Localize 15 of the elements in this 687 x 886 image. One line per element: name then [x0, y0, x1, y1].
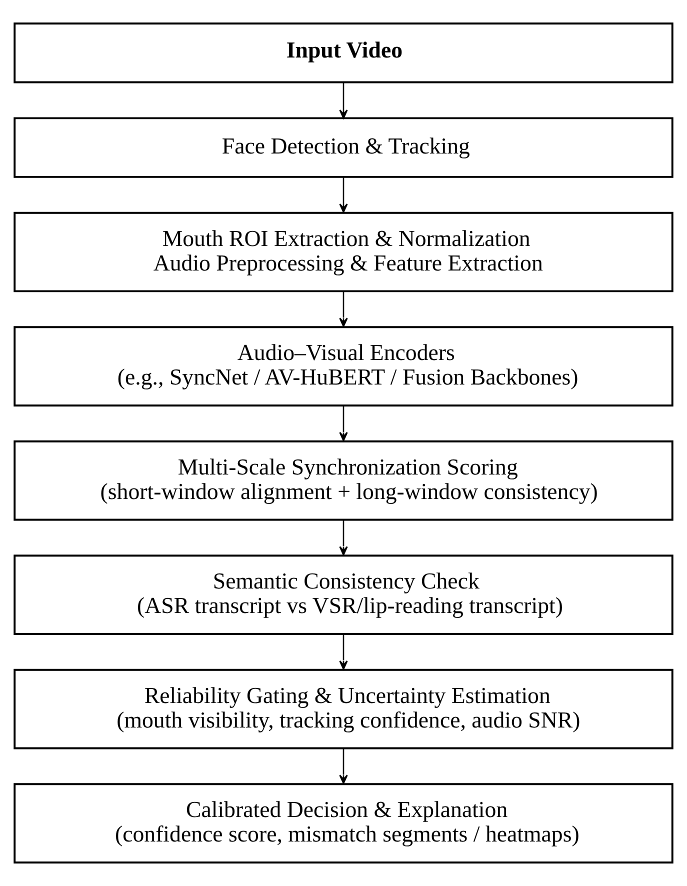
arrow — [339, 520, 348, 556]
arrow — [339, 748, 348, 784]
arrow — [339, 291, 348, 328]
node-box: Calibrated Decision & Explanation (confidence score, mismatch segments / heatmaps) — [14, 783, 674, 864]
node-box: Audio–Visual Encoders (e.g., SyncNet / AV-HuBERT / Fusion Backbones) — [14, 326, 674, 406]
node-box: Face Detection & Tracking — [14, 117, 674, 178]
arrow — [339, 177, 348, 213]
arrow — [339, 634, 348, 670]
node-box: Semantic Consistency Check (ASR transcript vs VSR/lip-reading transcript) — [14, 554, 674, 635]
arrow — [339, 82, 348, 119]
node-box: Multi-Scale Synchronization Scoring (short-window alignment + long-window consistency) — [14, 440, 674, 521]
node-box: Mouth ROI Extraction & Normalization Audio Preprocessing & Feature Extraction — [14, 212, 674, 292]
node-box: Input Video — [14, 22, 674, 84]
arrow — [339, 406, 348, 442]
node-box: Reliability Gating & Uncertainty Estimation (mouth visibility, tracking confidence, audio SNR) — [14, 668, 674, 750]
